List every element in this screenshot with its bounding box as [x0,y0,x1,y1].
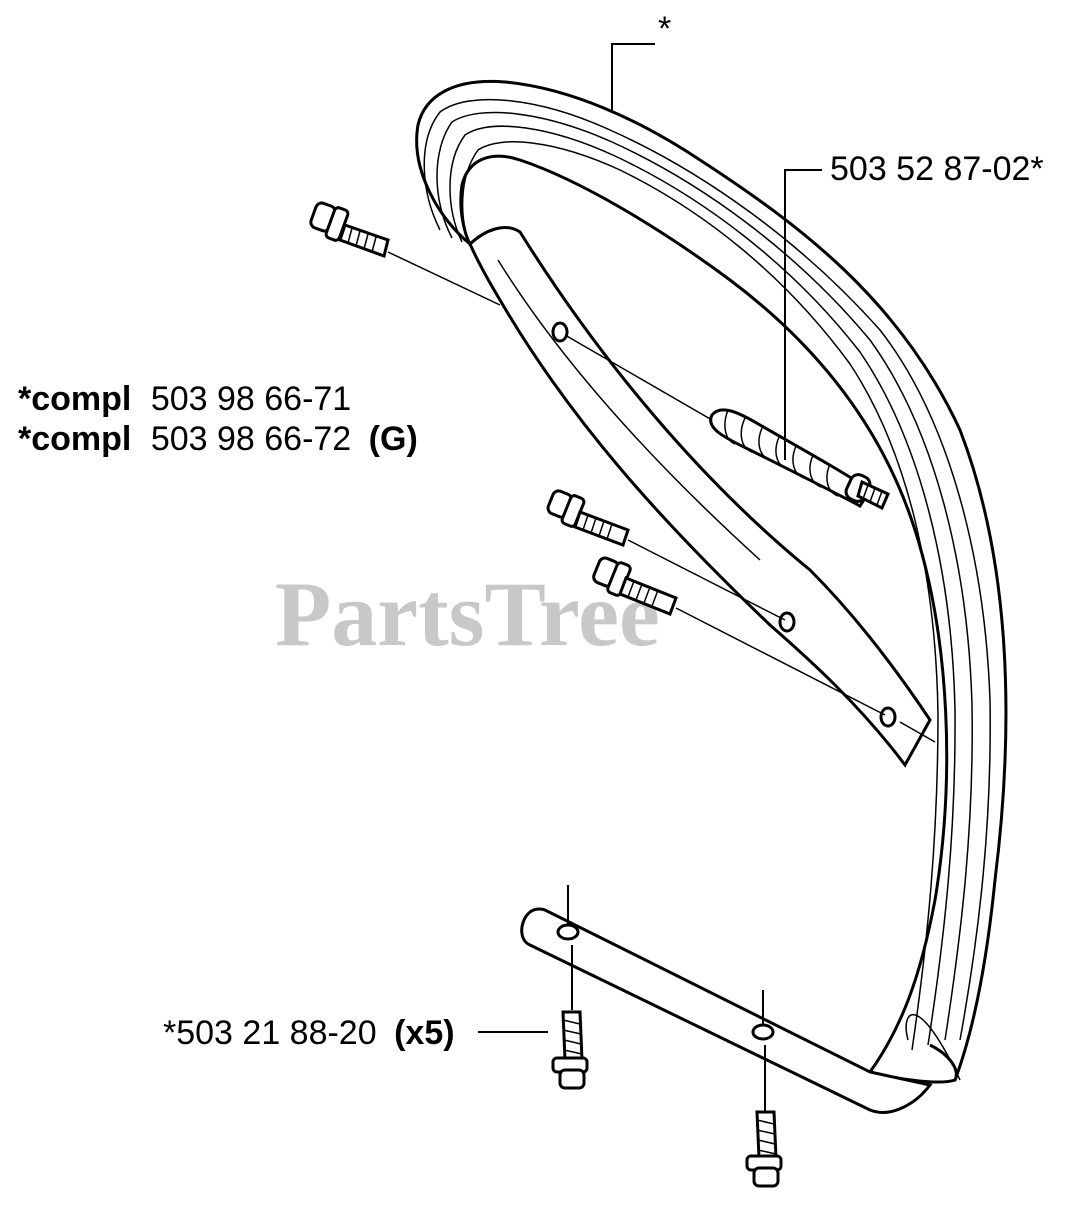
label-top-star: * [658,10,671,48]
leader-top [611,43,655,113]
screw-middle-upper [546,489,786,621]
screw-middle-lower [592,556,936,743]
label-compl-1-number: 503 98 66-71 [151,380,351,418]
label-compl-2: *compl 503 98 66-72 (G) [18,420,418,458]
leader-isolator [784,169,822,460]
label-screw-number: *503 21 88-20 [163,1014,377,1052]
label-compl-2-suffix: (G) [369,420,418,458]
isolator-spring [564,334,890,511]
handle-strut [468,226,932,768]
label-compl-1-prefix: *compl [18,380,131,418]
label-screw: *503 21 88-20 (x5) [163,1014,455,1052]
screw-bottom-left [551,1010,589,1090]
label-isolator: 503 52 87-02* [830,150,1044,188]
label-screw-qty: (x5) [394,1014,454,1052]
label-compl-2-prefix: *compl [18,420,131,458]
screw-top-left [309,201,501,306]
label-compl-1: *compl 503 98 66-71 [18,380,351,418]
screw-bottom-right [745,1110,783,1188]
front-handle-bar [415,79,1008,1084]
label-compl-2-number: 503 98 66-72 [151,420,351,458]
mounting-plate [520,885,933,1115]
